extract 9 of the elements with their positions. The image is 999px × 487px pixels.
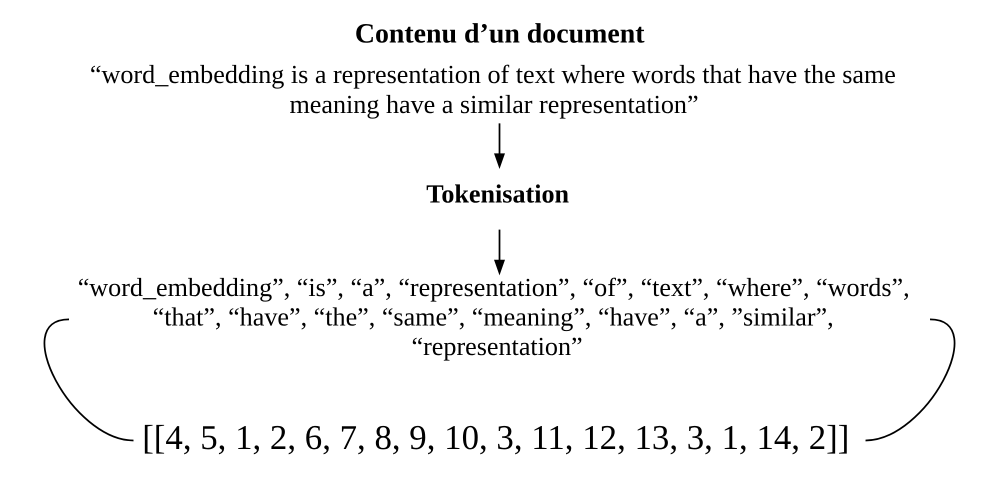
arrow bbox=[494, 230, 505, 276]
connector bbox=[865, 318, 956, 442]
node-text: “word_embedding”, “is”, “a”, “representation”, “of”, “text”, “where”, “words”, “that”, “have”, “the”, “same”, “meaning”, “have”, “a”, ”similar”, “representation” bbox=[78, 272, 910, 362]
arrow bbox=[494, 123, 505, 170]
node-text: “word_embedding is a representation of text where words that have the same meaning have a similar representation” bbox=[90, 60, 896, 119]
node-text: Tokenisation bbox=[426, 180, 570, 209]
node-text: [[4, 5, 1, 2, 6, 7, 8, 9, 10, 3, 11, 12, 13, 3, 1, 14, 2]] bbox=[142, 418, 850, 458]
connector bbox=[44, 318, 134, 442]
diagram-title: Contenu d’un document bbox=[354, 18, 644, 50]
